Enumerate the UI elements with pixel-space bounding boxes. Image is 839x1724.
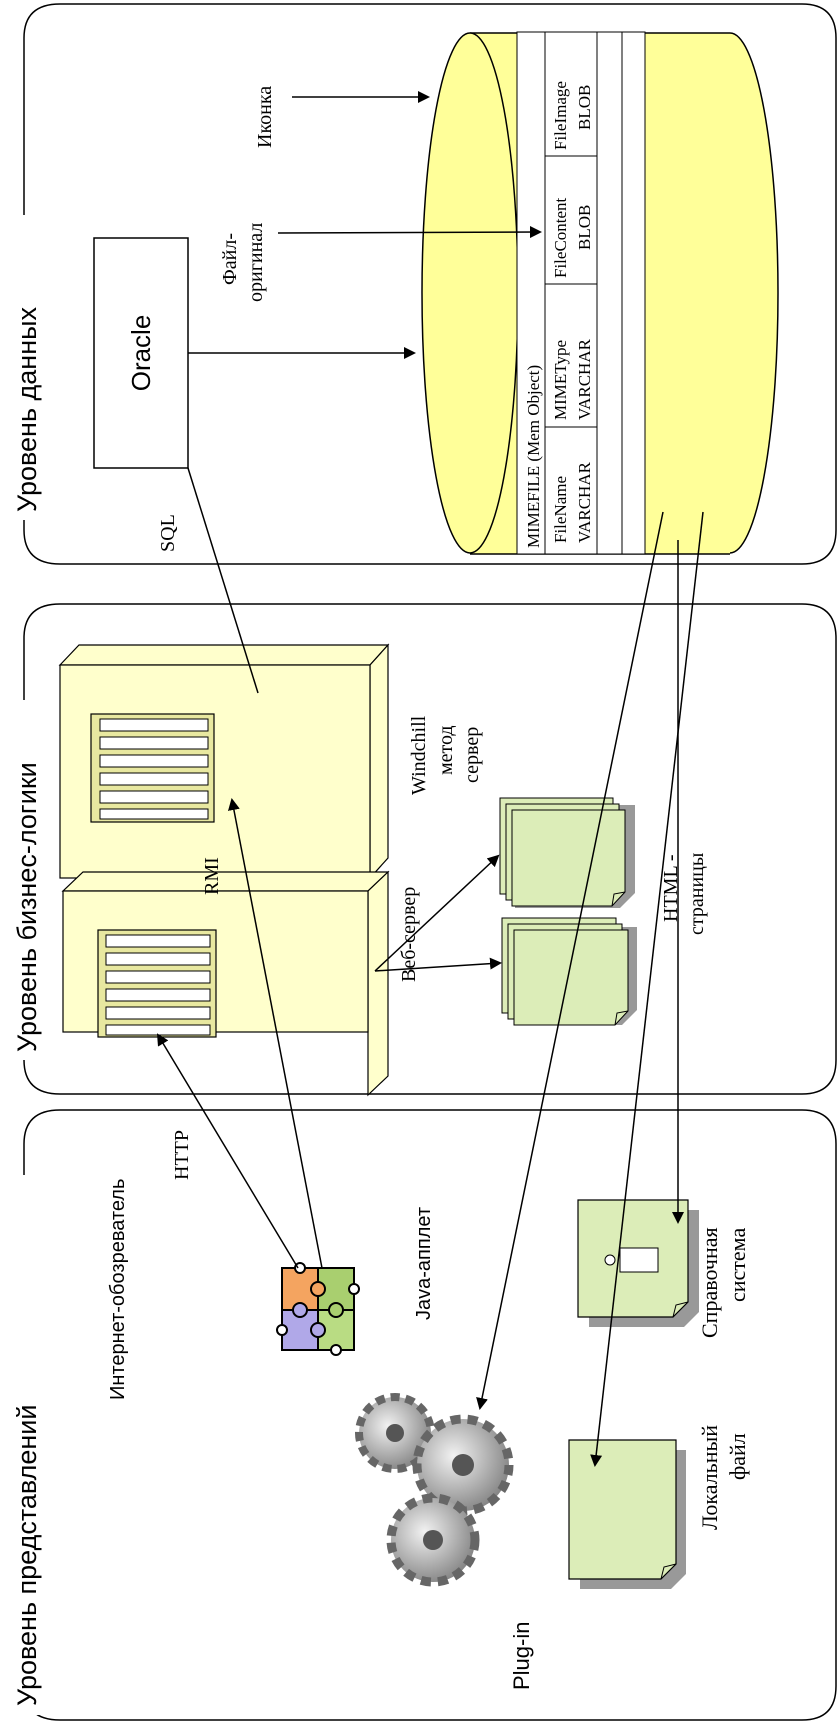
web-to-pages-arrow-1 xyxy=(375,856,498,971)
local-file-label-1: Локальный xyxy=(697,1425,722,1530)
original-file-label-1: Файл- xyxy=(219,233,241,285)
field-filename-type: VARCHAR xyxy=(575,461,594,543)
mimefile-title: MIMEFILE (Mem Object) xyxy=(524,365,543,548)
sql-label: SQL xyxy=(157,514,179,552)
html-pages-label-2: страницы xyxy=(686,853,708,935)
field-filecontent-name: FileContent xyxy=(551,197,570,278)
field-fileimage-type: BLOB xyxy=(575,85,594,130)
gears-icon xyxy=(359,1397,509,1582)
help-label-2: система xyxy=(725,1228,750,1302)
local-file-icon xyxy=(569,1440,686,1589)
web-to-pages-arrow-2 xyxy=(375,963,500,971)
puzzle-icon xyxy=(277,1263,359,1355)
field-mimetype-type: VARCHAR xyxy=(575,338,594,420)
browser-label: Интернет-обозреватель xyxy=(107,1179,129,1400)
windchill-label-3: сервер xyxy=(461,727,483,783)
plugin-label: Plug-in xyxy=(509,1622,534,1690)
field-mimetype-name: MIMEType xyxy=(551,340,570,420)
rmi-label: RMI xyxy=(201,857,223,895)
original-file-arrow xyxy=(278,232,540,233)
java-applet-label: Java-апплет xyxy=(413,1207,435,1320)
help-document-icon xyxy=(578,1200,699,1327)
presentation-tier-title: Уровень представлений xyxy=(12,1405,42,1706)
help-label-1: Справочная xyxy=(697,1227,722,1338)
windchill-label-1: Windchill xyxy=(408,715,430,795)
local-file-label-2: файл xyxy=(725,1433,750,1480)
web-server xyxy=(63,872,388,1095)
business-tier-title: Уровень бизнес-логики xyxy=(12,762,42,1052)
html-pages-stack-1 xyxy=(500,798,635,908)
field-filecontent-type: BLOB xyxy=(575,205,594,250)
windchill-label-2: метод xyxy=(435,725,457,775)
oracle-label: Oracle xyxy=(126,315,156,392)
windchill-server xyxy=(60,645,388,878)
presentation-tier-frame xyxy=(24,1110,836,1720)
data-tier-title: Уровень данных xyxy=(12,306,42,512)
http-label: HTTP xyxy=(171,1130,193,1180)
original-file-label-2: оригинал xyxy=(245,223,267,302)
icon-label: Иконка xyxy=(254,86,276,148)
field-filename-name: FileName xyxy=(551,476,570,543)
field-fileimage-name: FileImage xyxy=(551,81,570,150)
